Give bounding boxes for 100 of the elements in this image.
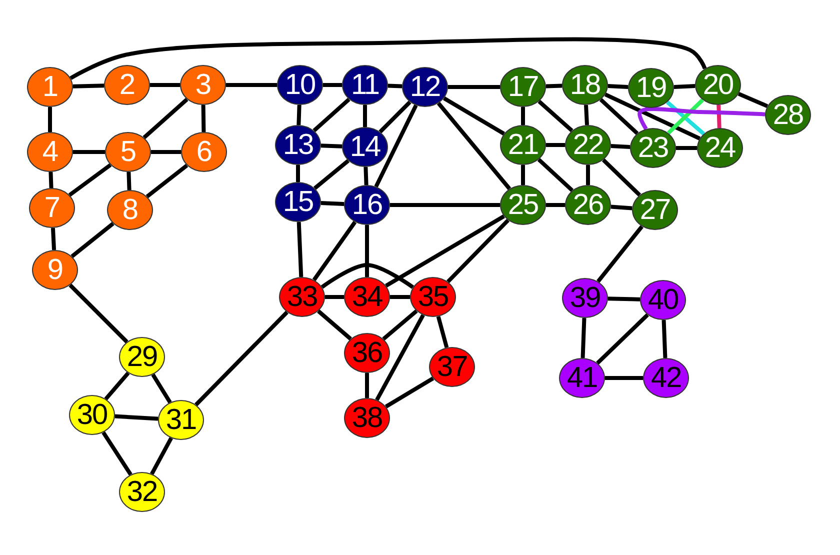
vertex-circle bbox=[562, 278, 608, 318]
connector-line bbox=[296, 222, 304, 278]
vertex-number: 4 bbox=[42, 138, 58, 166]
vertex-number: 11 bbox=[350, 70, 380, 100]
vertex-circle bbox=[119, 337, 165, 377]
vertex-circle bbox=[344, 185, 390, 225]
vertex-number: 23 bbox=[638, 134, 668, 162]
connector-line bbox=[448, 85, 500, 89]
connector-line bbox=[320, 144, 342, 148]
connector-line bbox=[638, 106, 766, 130]
connector-line bbox=[610, 144, 630, 149]
vertex-circle bbox=[69, 395, 115, 435]
vertex-number: 14 bbox=[350, 132, 380, 162]
vertex-number: 33 bbox=[286, 282, 318, 312]
connector-line bbox=[382, 309, 418, 341]
vertex-circle bbox=[565, 125, 611, 165]
connector-line bbox=[546, 143, 565, 147]
connector-line bbox=[605, 376, 643, 380]
vertex-circle bbox=[565, 185, 611, 225]
vertex-number: 30 bbox=[76, 400, 108, 430]
vertex-number: 26 bbox=[572, 190, 604, 220]
connector-line bbox=[374, 104, 418, 188]
vertex-circle bbox=[27, 132, 73, 172]
vertex-circle bbox=[279, 277, 325, 317]
vertex-circle bbox=[342, 65, 388, 105]
vertex-circle bbox=[643, 358, 689, 398]
connector-line bbox=[599, 98, 639, 135]
vertex-circle bbox=[695, 65, 741, 105]
connector-line bbox=[126, 172, 132, 190]
connector-line bbox=[363, 105, 367, 127]
connector-line bbox=[364, 166, 368, 186]
connector-line bbox=[68, 163, 112, 197]
vertex-number: 16 bbox=[352, 190, 382, 220]
vertex-circle bbox=[275, 182, 321, 222]
connector-line bbox=[596, 313, 649, 365]
connector-line bbox=[521, 165, 525, 185]
connector-line bbox=[586, 165, 590, 185]
connector-line bbox=[608, 84, 628, 89]
connector-line bbox=[390, 295, 410, 299]
vertex-circle bbox=[630, 128, 676, 168]
vertex-circle bbox=[559, 358, 605, 398]
vertex-circle bbox=[158, 400, 204, 440]
vertex-circle bbox=[107, 190, 153, 230]
connector-line bbox=[375, 314, 425, 401]
vertex-number: 19 bbox=[636, 74, 666, 102]
connector-line bbox=[201, 104, 206, 132]
connector-line bbox=[365, 225, 369, 277]
connector-line bbox=[317, 310, 352, 340]
connector-line bbox=[385, 214, 505, 288]
connector-line bbox=[150, 437, 173, 475]
connector-line bbox=[388, 84, 402, 88]
vertex-number: 9 bbox=[47, 256, 63, 284]
connector-line bbox=[296, 104, 302, 126]
connector-line bbox=[676, 146, 697, 150]
connector-line bbox=[320, 201, 344, 206]
connector-line bbox=[604, 92, 701, 140]
vertex-number: 40 bbox=[648, 286, 678, 314]
vertex-circle bbox=[104, 65, 150, 105]
vertex-number: 22 bbox=[572, 130, 604, 160]
connector-line bbox=[436, 316, 449, 348]
vertex-number: 2 bbox=[119, 70, 135, 100]
connector-line bbox=[443, 96, 505, 136]
vertex-number: 32 bbox=[126, 478, 158, 506]
vertex-number: 25 bbox=[508, 190, 538, 220]
connector-line bbox=[312, 220, 357, 282]
connector-line bbox=[68, 284, 128, 344]
connector-line bbox=[70, 222, 114, 258]
connector-line bbox=[537, 158, 574, 192]
connector-line bbox=[151, 150, 181, 154]
connector-line bbox=[50, 228, 56, 250]
connector-line bbox=[73, 150, 105, 154]
vertex-number: 36 bbox=[352, 338, 382, 368]
connector-line bbox=[436, 102, 512, 190]
connector-line bbox=[48, 172, 54, 188]
vertex-number: 37 bbox=[436, 352, 468, 382]
vertex-circle bbox=[275, 125, 321, 165]
connector-line bbox=[151, 374, 172, 404]
vertex-number: 17 bbox=[508, 72, 538, 102]
vertex-circle bbox=[410, 277, 456, 317]
vertex-number: 42 bbox=[650, 364, 682, 392]
connector-line bbox=[580, 318, 586, 358]
vertex-number: 12 bbox=[410, 72, 440, 102]
vertex-circle bbox=[342, 127, 388, 167]
vertex-number: 6 bbox=[196, 138, 212, 166]
connector-line bbox=[320, 263, 414, 289]
connector-line bbox=[602, 158, 642, 197]
vertex-number: 8 bbox=[122, 196, 138, 224]
connector-line bbox=[546, 203, 565, 207]
vertex-circle bbox=[344, 333, 390, 373]
vertex-number: 24 bbox=[704, 134, 736, 162]
connector-line bbox=[226, 83, 277, 87]
vertex-circle bbox=[344, 277, 390, 317]
connector-line bbox=[296, 165, 300, 182]
connector-line bbox=[662, 320, 668, 358]
vertex-circle bbox=[27, 67, 73, 107]
connector-line bbox=[142, 98, 188, 140]
connector-line bbox=[390, 203, 500, 207]
connector-line bbox=[312, 98, 350, 132]
connector-line bbox=[521, 107, 525, 125]
vertex-circle bbox=[32, 250, 78, 290]
